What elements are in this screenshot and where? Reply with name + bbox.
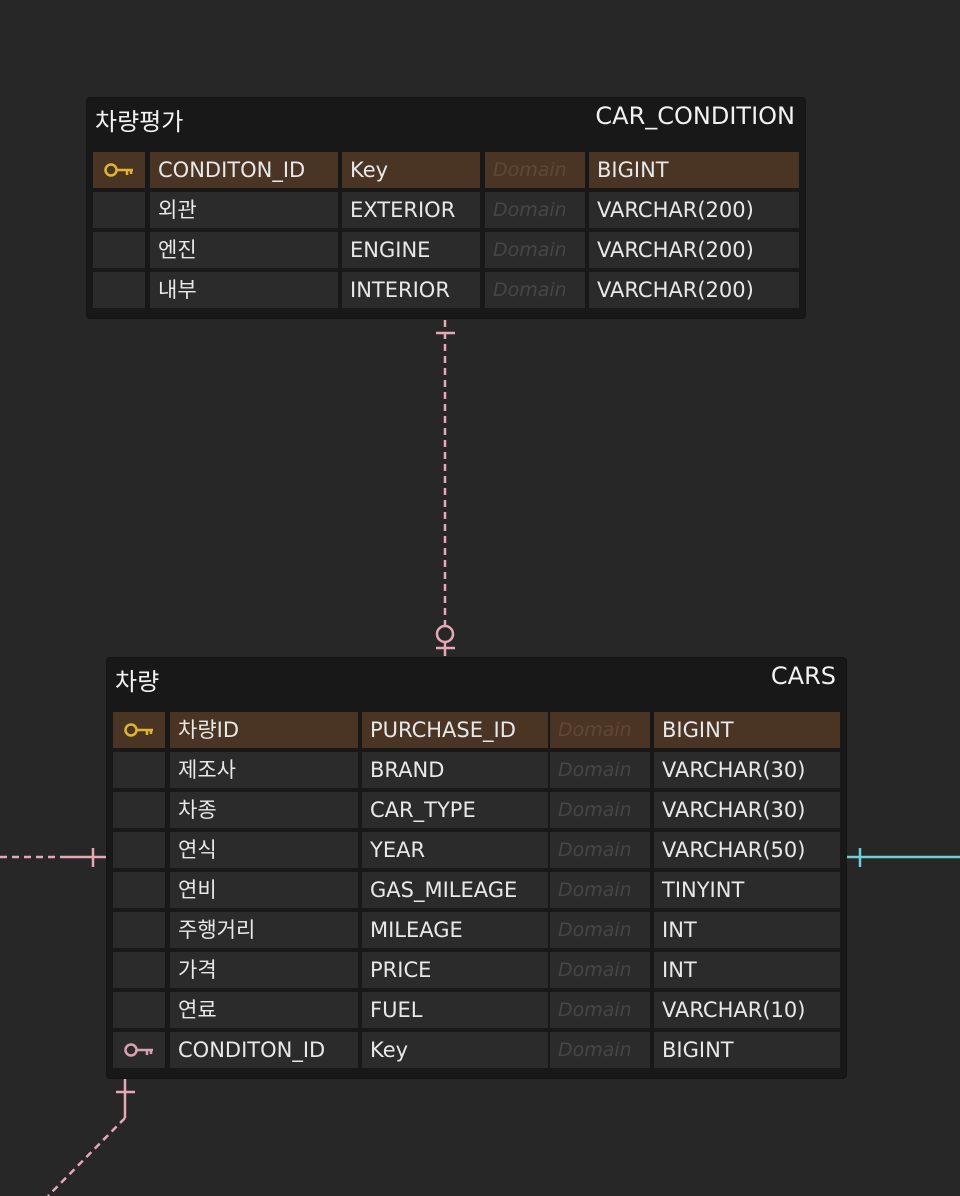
column-row[interactable]: 엔진 ENGINE Domain VARCHAR(200) — [93, 232, 799, 272]
primary-key-icon — [103, 161, 135, 179]
column-domain: Domain — [550, 792, 650, 828]
key-cell — [113, 912, 165, 948]
column-logical-name: 차종 — [170, 792, 358, 828]
column-domain: Domain — [485, 232, 585, 268]
key-cell — [113, 712, 165, 748]
entity-logical-name: 차량 — [115, 668, 160, 696]
column-domain: Domain — [550, 832, 650, 868]
column-domain: Domain — [550, 752, 650, 788]
column-datatype: VARCHAR(30) — [654, 752, 840, 788]
column-list: 차량ID PURCHASE_ID Domain BIGINT 제조사 BRAND… — [113, 712, 840, 1072]
column-row[interactable]: 외관 EXTERIOR Domain VARCHAR(200) — [93, 192, 799, 232]
column-row[interactable]: 가격 PRICE Domain INT — [113, 952, 840, 992]
column-list: CONDITON_ID Key Domain BIGINT 외관 EXTERIO… — [93, 152, 799, 312]
relationship-car-condition-cars[interactable] — [435, 320, 455, 656]
column-logical-name: 연비 — [170, 872, 358, 908]
key-cell — [113, 752, 165, 788]
column-physical-name: EXTERIOR — [342, 192, 480, 228]
column-domain: Domain — [550, 952, 650, 988]
entity-header: 차량 CARS — [107, 658, 846, 710]
key-cell — [93, 272, 145, 308]
column-row[interactable]: 차량ID PURCHASE_ID Domain BIGINT — [113, 712, 840, 752]
column-row[interactable]: 차종 CAR_TYPE Domain VARCHAR(30) — [113, 792, 840, 832]
column-datatype: VARCHAR(200) — [589, 192, 799, 228]
column-logical-name: 내부 — [150, 272, 338, 308]
column-datatype: INT — [654, 912, 840, 948]
column-domain: Domain — [550, 872, 650, 908]
column-physical-name: YEAR — [362, 832, 548, 868]
column-physical-name: Key — [342, 152, 480, 188]
key-cell — [93, 232, 145, 268]
entity-car-condition[interactable]: 차량평가 CAR_CONDITION CONDITON_ID Key Domai… — [87, 98, 805, 318]
column-physical-name: PRICE — [362, 952, 548, 988]
column-physical-name: Key — [362, 1032, 548, 1068]
relationship-left-cars[interactable] — [0, 848, 106, 867]
column-physical-name: ENGINE — [342, 232, 480, 268]
column-logical-name: CONDITON_ID — [170, 1032, 358, 1068]
column-row[interactable]: 연비 GAS_MILEAGE Domain TINYINT — [113, 872, 840, 912]
column-row[interactable]: 주행거리 MILEAGE Domain INT — [113, 912, 840, 952]
column-row[interactable]: 제조사 BRAND Domain VARCHAR(30) — [113, 752, 840, 792]
key-cell — [113, 872, 165, 908]
column-row[interactable]: CONDITON_ID Key Domain BIGINT — [113, 1032, 840, 1072]
column-datatype: VARCHAR(30) — [654, 792, 840, 828]
column-datatype: TINYINT — [654, 872, 840, 908]
column-physical-name: INTERIOR — [342, 272, 480, 308]
column-physical-name: FUEL — [362, 992, 548, 1028]
key-cell — [113, 992, 165, 1028]
column-logical-name: 가격 — [170, 952, 358, 988]
entity-header: 차량평가 CAR_CONDITION — [87, 98, 805, 150]
relationship-cars-right[interactable] — [847, 848, 960, 867]
column-domain: Domain — [550, 1032, 650, 1068]
column-physical-name: GAS_MILEAGE — [362, 872, 548, 908]
column-logical-name: 주행거리 — [170, 912, 358, 948]
entity-logical-name: 차량평가 — [95, 108, 184, 136]
column-datatype: BIGINT — [589, 152, 799, 188]
primary-key-icon — [123, 721, 155, 739]
column-domain: Domain — [485, 192, 585, 228]
entity-cars[interactable]: 차량 CARS 차량ID PURCHASE_ID Domain BIGINT 제… — [107, 658, 846, 1078]
key-cell — [93, 152, 145, 188]
relationship-cars-bottom[interactable] — [47, 1079, 135, 1196]
entity-physical-name: CARS — [770, 662, 836, 690]
key-cell — [113, 792, 165, 828]
column-physical-name: PURCHASE_ID — [362, 712, 548, 748]
foreign-key-icon — [123, 1041, 155, 1059]
column-logical-name: 엔진 — [150, 232, 338, 268]
column-datatype: VARCHAR(50) — [654, 832, 840, 868]
column-row[interactable]: 연식 YEAR Domain VARCHAR(50) — [113, 832, 840, 872]
entity-physical-name: CAR_CONDITION — [595, 102, 795, 130]
column-domain: Domain — [485, 272, 585, 308]
column-datatype: VARCHAR(200) — [589, 232, 799, 268]
column-logical-name: 제조사 — [170, 752, 358, 788]
key-cell — [113, 832, 165, 868]
column-domain: Domain — [485, 152, 585, 188]
column-physical-name: BRAND — [362, 752, 548, 788]
column-datatype: INT — [654, 952, 840, 988]
column-domain: Domain — [550, 992, 650, 1028]
column-row[interactable]: CONDITON_ID Key Domain BIGINT — [93, 152, 799, 192]
column-datatype: BIGINT — [654, 712, 840, 748]
column-logical-name: 연료 — [170, 992, 358, 1028]
key-cell — [113, 1032, 165, 1068]
column-physical-name: MILEAGE — [362, 912, 548, 948]
column-logical-name: CONDITON_ID — [150, 152, 338, 188]
key-cell — [93, 192, 145, 228]
column-logical-name: 차량ID — [170, 712, 358, 748]
column-physical-name: CAR_TYPE — [362, 792, 548, 828]
column-row[interactable]: 내부 INTERIOR Domain VARCHAR(200) — [93, 272, 799, 312]
column-domain: Domain — [550, 712, 650, 748]
column-logical-name: 외관 — [150, 192, 338, 228]
column-logical-name: 연식 — [170, 832, 358, 868]
column-datatype: VARCHAR(10) — [654, 992, 840, 1028]
column-row[interactable]: 연료 FUEL Domain VARCHAR(10) — [113, 992, 840, 1032]
key-cell — [113, 952, 165, 988]
column-datatype: BIGINT — [654, 1032, 840, 1068]
column-datatype: VARCHAR(200) — [589, 272, 799, 308]
column-domain: Domain — [550, 912, 650, 948]
zero-marker — [435, 624, 455, 644]
